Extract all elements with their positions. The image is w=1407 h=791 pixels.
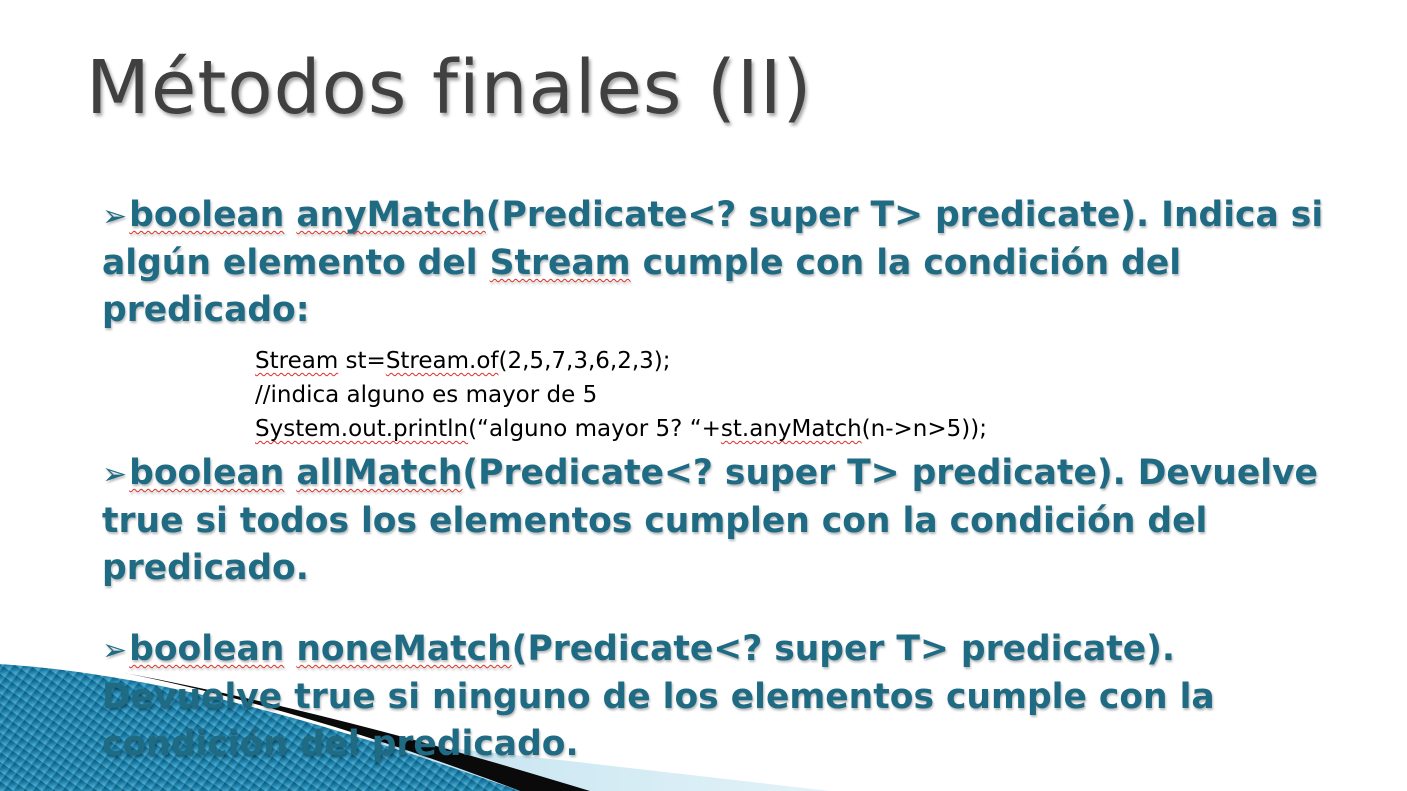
bullet-arrow-icon: ➢ (102, 633, 128, 668)
bullet-arrow-icon: ➢ (102, 199, 128, 234)
bullet-nonematch: ➢boolean noneMatch(Predicate<? super T> … (102, 626, 1332, 768)
bullet-allmatch: ➢boolean allMatch(Predicate<? super T> p… (102, 450, 1332, 592)
code-token: System.out.println (255, 416, 469, 442)
bullet-text-rest: cumple con la condición del predicado: (102, 243, 1182, 330)
slide-title: Métodos finales (II) (86, 45, 813, 131)
code-token: st.anyMatch (720, 416, 862, 442)
bullet-arrow-icon: ➢ (102, 457, 128, 492)
method-name: anyMatch (296, 195, 486, 235)
code-line-2: //indica alguno es mayor de 5 (255, 382, 598, 408)
bullet-anymatch: ➢boolean anyMatch(Predicate<? super T> p… (102, 192, 1332, 334)
bullet-text: (Predicate<? super T> predicate). Indica… (102, 195, 1324, 283)
keyword-boolean: boolean (129, 629, 285, 669)
code-line-3: System.out.println(“alguno mayor 5? “+st… (255, 412, 987, 446)
code-token: (2,5,7,3,6,2,3); (498, 348, 671, 374)
method-name: allMatch (296, 453, 463, 493)
keyword-boolean: boolean (129, 195, 285, 235)
code-token: (“alguno mayor 5? “+ (468, 416, 721, 442)
code-example: Stream st=Stream.of(2,5,7,3,6,2,3); //ind… (255, 344, 987, 446)
code-token: st= (338, 348, 386, 374)
bullet-text: (Predicate<? super T> predicate). Devuel… (102, 453, 1318, 588)
code-token: Stream (255, 348, 339, 374)
decoration-black-band (120, 672, 590, 791)
code-token: (n->n>5)); (861, 416, 987, 442)
bullet-text: (Predicate<? super T> predicate). Devuel… (102, 629, 1215, 764)
code-line-1: Stream st=Stream.of(2,5,7,3,6,2,3); (255, 344, 987, 378)
keyword-boolean: boolean (129, 453, 285, 493)
code-token: Stream.of (385, 348, 499, 374)
word-stream: Stream (489, 243, 631, 283)
decoration-blue-wave (0, 664, 520, 791)
method-name: noneMatch (296, 629, 512, 669)
